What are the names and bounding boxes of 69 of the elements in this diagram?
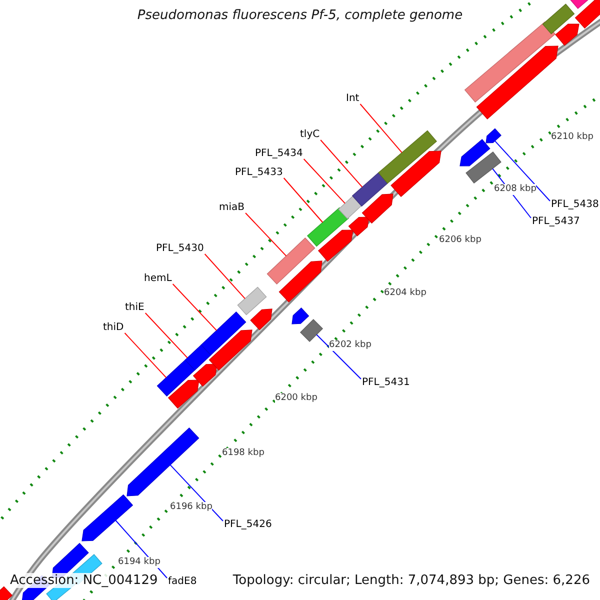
- leader-line: [360, 104, 402, 154]
- gene-block: [278, 260, 322, 302]
- gene-label: thiD: [103, 322, 124, 334]
- leader-line: [144, 312, 188, 358]
- gene-bar: [338, 196, 362, 220]
- gene-bar: [306, 207, 350, 247]
- gene-label: PFL_5426: [224, 519, 272, 531]
- scale-label: 6194 kbp: [118, 557, 160, 568]
- leader-line: [303, 158, 346, 204]
- gene-bar: [542, 4, 575, 34]
- scale-label: 6206 kbp: [439, 235, 482, 246]
- gene-block: [250, 308, 272, 330]
- scale-label: 6202 kbp: [329, 340, 372, 351]
- gene-block: [486, 128, 502, 144]
- gene-bar: [0, 586, 13, 600]
- gene-block: [126, 427, 200, 496]
- gene-label: tlyC: [300, 129, 320, 141]
- gene-block: [348, 216, 370, 236]
- gene-label: thiE: [125, 302, 144, 314]
- scale-label: 6200 kbp: [275, 393, 318, 404]
- gene-label: PFL_5433: [235, 167, 283, 179]
- gene-label: PFL_5437: [532, 216, 580, 228]
- accession-text: Accession: NC_004129: [8, 573, 160, 588]
- gene-block: [318, 230, 354, 262]
- leader-line: [172, 284, 218, 331]
- gene-block: [476, 46, 558, 120]
- gene-bar: [466, 151, 502, 184]
- gene-bar: [300, 318, 324, 342]
- scale-label: 6204 kbp: [384, 288, 426, 299]
- gene-bar: [352, 172, 388, 207]
- gene-label: hemL: [144, 273, 172, 285]
- gene-block: [555, 24, 580, 46]
- scale-label: 6210 kbp: [551, 132, 594, 143]
- scale-label: 6208 kbp: [494, 184, 536, 195]
- gene-label: Int: [346, 93, 360, 105]
- gene-label: PFL_5434: [255, 148, 303, 160]
- gene-label: PFL_5438: [551, 199, 599, 211]
- leader-line: [494, 140, 550, 202]
- gene-block: [82, 494, 134, 542]
- leader-line: [245, 212, 287, 256]
- gene-bar: [156, 359, 196, 397]
- gene-block: [292, 308, 310, 324]
- genome-summary: Topology: circular; Length: 7,074,893 bp; Genes: 6,226: [230, 573, 592, 588]
- gene-bar: [237, 286, 267, 316]
- scale-label: 6196 kbp: [170, 502, 212, 513]
- leader-line: [316, 334, 362, 380]
- gene-block: [362, 194, 394, 224]
- leader-line: [204, 254, 246, 300]
- leader-line: [124, 332, 167, 378]
- gene-label: fadE8: [168, 576, 197, 588]
- leader-line: [320, 140, 363, 188]
- leader-line: [283, 178, 324, 223]
- leader-line: [170, 464, 224, 522]
- diagram-title: Pseudomonas fluorescens Pf-5, complete genome: [136, 8, 464, 23]
- scale-label: 6198 kbp: [222, 448, 264, 459]
- gene-block: [168, 380, 200, 409]
- gene-bar: [266, 238, 316, 284]
- gene-bar: [184, 344, 212, 371]
- gene-label: PFL_5431: [362, 377, 410, 389]
- gene-block: [208, 330, 252, 371]
- gene-label: miaB: [219, 202, 245, 214]
- gene-block: [460, 139, 490, 166]
- gene-bar: [464, 21, 556, 103]
- gene-bar: [574, 0, 600, 29]
- gene-block: [390, 150, 442, 198]
- gene-bar: [200, 311, 246, 356]
- gene-block: [192, 364, 218, 387]
- gene-bar: [378, 130, 437, 184]
- gene-label: PFL_5430: [156, 243, 204, 255]
